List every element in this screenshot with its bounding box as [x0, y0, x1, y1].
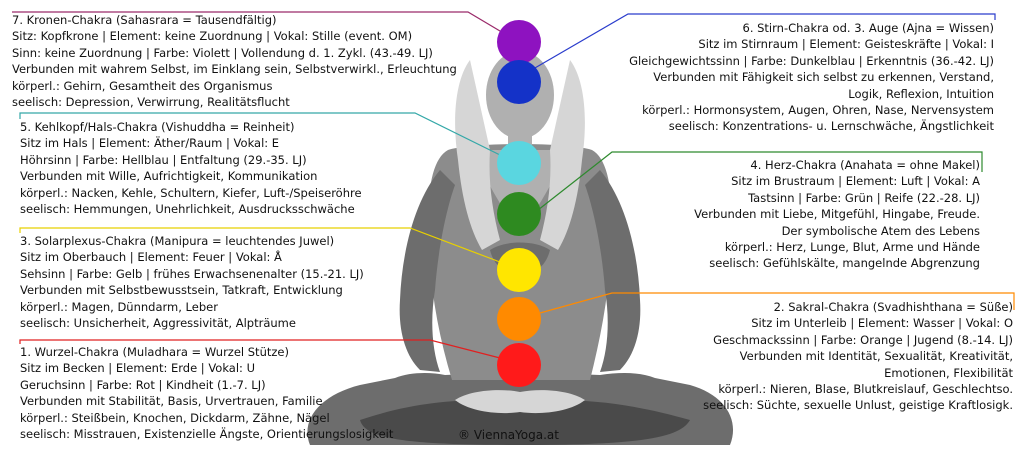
chakra-detail-line: Der symbolische Atem des Lebens [781, 223, 980, 238]
chakra-detail-line: Verbunden mit Liebe, Mitgefühl, Hingabe,… [694, 207, 980, 222]
chakra-title: 7. Kronen-Chakra (Sahasrara = Tausendfäl… [12, 13, 277, 27]
chakra-detail-line: Geschmackssinn | Farbe: Orange | Jugend … [713, 332, 1013, 347]
chakra-description-third-eye: 6. Stirn-Chakra od. 3. Auge (Ajna = Wiss… [576, 20, 994, 135]
connector-line-sacral [539, 292, 1015, 314]
chakra-title: 1. Wurzel-Chakra (Muladhara = Wurzel Stü… [20, 345, 289, 359]
violet-circle-icon [497, 20, 541, 64]
connector-line-heart [537, 151, 983, 211]
connector-line-third-eye [527, 13, 996, 73]
chakra-detail-line: Verbunden mit wahrem Selbst, im Einklang… [12, 62, 457, 77]
chakra-detail-line: Verbunden mit Fähigkeit sich selbst zu e… [653, 70, 994, 85]
green-circle-icon [497, 192, 541, 236]
chakra-title: 3. Solarplexus-Chakra (Manipura = leucht… [20, 234, 335, 248]
chakra-detail-line: Tastsinn | Farbe: Grün | Reife (22.-28. … [748, 190, 980, 205]
chakra-detail-line: Sitz im Brustraum | Element: Luft | Voka… [731, 174, 980, 189]
chakra-detail-line: seelisch: Konzentrations- u. Lernschwäch… [668, 119, 994, 134]
chakra-detail-line: Sitz im Oberbauch | Element: Feuer | Vok… [20, 250, 282, 265]
connector-line-root [19, 339, 501, 359]
connector-line-throat [19, 112, 501, 156]
chakra-description-heart: 4. Herz-Chakra (Anahata = ohne Makel) Sit… [658, 157, 980, 272]
chakra-detail-line: seelisch: Depression, Verwirrung, Realit… [12, 95, 290, 110]
chakra-detail-line: körperl.: Hormonsystem, Augen, Ohren, Na… [642, 103, 994, 118]
chakra-description-crown: 7. Kronen-Chakra (Sahasrara = Tausendfäl… [12, 12, 462, 110]
left-arm-shape [399, 170, 455, 372]
left-hair-shape [455, 60, 500, 250]
chakra-detail-line: Geruchsinn | Farbe: Rot | Kindheit (1.-7… [20, 377, 266, 392]
right-hair-shape [540, 60, 585, 250]
chakra-detail-line: körperl.: Nacken, Kehle, Schultern, Kief… [20, 185, 362, 200]
chakra-title: 5. Kehlkopf/Hals-Chakra (Vishuddha = Rei… [20, 120, 295, 134]
chakra-detail-line: Sitz im Hals | Element: Äther/Raum | Vok… [20, 136, 280, 151]
chakra-detail-line: körperl.: Magen, Dünndarm, Leber [20, 299, 218, 314]
right-arm-shape [585, 170, 641, 372]
chakra-title: 6. Stirn-Chakra od. 3. Auge (Ajna = Wiss… [742, 21, 995, 35]
chakra-detail-line: körperl.: Herz, Lunge, Blut, Arme und Hä… [724, 240, 980, 255]
chakra-detail-line: Verbunden mit Wille, Aufrichtigkeit, Kom… [20, 169, 318, 184]
chakra-description-throat: 5. Kehlkopf/Hals-Chakra (Vishuddha = Rei… [20, 119, 440, 217]
light-blue-circle-icon [497, 141, 541, 185]
chakra-detail-line: seelisch: Unsicherheit, Aggressivität, A… [20, 316, 296, 331]
chakra-detail-line: Emotionen, Flexibilität [884, 365, 1013, 380]
chakra-detail-line: Höhrsinn | Farbe: Hellblau | Entfaltung … [20, 152, 307, 167]
chakra-detail-line: seelisch: Süchte, sexuelle Unlust, geist… [703, 398, 1013, 413]
connector-line-solar [19, 227, 501, 263]
chakra-detail-line: körperl.: Gehirn, Gesamtheit des Organis… [12, 78, 273, 93]
chakra-detail-line: Sitz: Kopfkrone | Element: keine Zuordnu… [12, 29, 413, 44]
chakra-description-solar: 3. Solarplexus-Chakra (Manipura = leucht… [20, 233, 440, 331]
chakra-detail-line: Sitz im Becken | Element: Erde | Vokal: … [20, 361, 255, 376]
yellow-circle-icon [497, 248, 541, 292]
connector-line-crown [12, 11, 506, 35]
chakra-detail-line: Verbunden mit Selbstbewusstsein, Tatkraf… [20, 283, 343, 298]
chakra-detail-line: Verbunden mit Stabilität, Basis, Urvertr… [20, 394, 323, 409]
chakra-title: 4. Herz-Chakra (Anahata = ohne Makel) [750, 158, 980, 172]
copyright-notice: ® ViennaYoga.at [458, 428, 559, 442]
chakra-detail-line: körperl.: Steißbein, Knochen, Dickdarm, … [20, 410, 330, 425]
chakra-detail-line: Sitz im Unterleib | Element: Wasser | Vo… [751, 316, 1013, 331]
chakra-detail-line: Logik, Reflexion, Intuition [848, 86, 994, 101]
chakra-title: 2. Sakral-Chakra (Svadhishthana = Süße) [773, 300, 1013, 314]
chakra-description-root: 1. Wurzel-Chakra (Muladhara = Wurzel Stü… [20, 344, 440, 442]
chakra-detail-line: Gleichgewichtssinn | Farbe: Dunkelblau |… [629, 53, 994, 68]
feet-shape [455, 390, 585, 414]
chakra-detail-line: seelisch: Gefühlskälte, mangelnde Abgren… [709, 256, 980, 271]
chakra-detail-line: seelisch: Misstrauen, Existenzielle Ängs… [20, 427, 394, 442]
neckline-shape [470, 150, 570, 230]
crossed-legs-shape [360, 400, 690, 445]
chakra-detail-line: körperl.: Nieren, Blase, Blutkreislauf, … [718, 382, 1013, 397]
chakra-detail-line: Sinn: keine Zuordnung | Farbe: Violett |… [12, 45, 433, 60]
chakra-detail-line: seelisch: Hemmungen, Unehrlichkeit, Ausd… [20, 202, 355, 217]
red-circle-icon [497, 343, 541, 387]
blue-circle-icon [497, 60, 541, 104]
chakra-detail-line: Sitz im Stirnraum | Element: Geisteskräf… [698, 37, 994, 52]
chakra-description-sacral: 2. Sakral-Chakra (Svadhishthana = Süße) S… [677, 299, 1013, 414]
chakra-detail-line: Sehsinn | Farbe: Gelb | frühes Erwachsen… [20, 266, 364, 281]
chakra-detail-line: Verbunden mit Identität, Sexualität, Kre… [739, 349, 1013, 364]
orange-circle-icon [497, 297, 541, 341]
